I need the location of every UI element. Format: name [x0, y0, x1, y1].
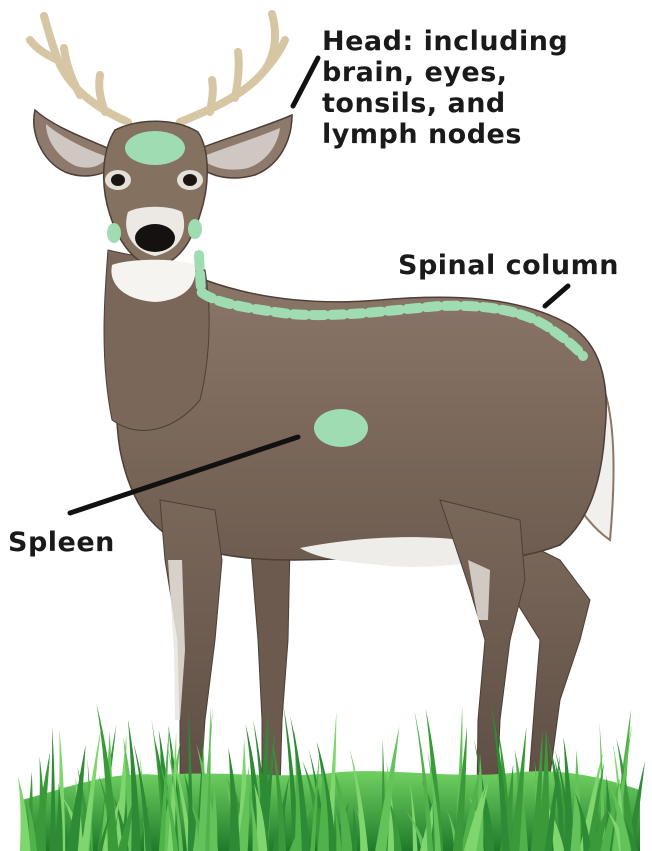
deer-far-front-leg: [250, 540, 290, 790]
deer-near-front-leg: [160, 500, 222, 795]
spleen-label: Spleen: [8, 527, 115, 558]
deer-nose: [135, 224, 175, 252]
spleen-marker: [314, 409, 368, 447]
head-marker: [125, 131, 185, 165]
head-label-line-3: tonsils, and: [322, 88, 622, 119]
head-label-line-2: brain, eyes,: [322, 57, 622, 88]
head-label: Head: including brain, eyes, tonsils, an…: [322, 26, 622, 150]
deer-far-hind-leg: [515, 540, 590, 790]
spine-leader-line: [545, 286, 568, 306]
deer-right-eye: [183, 174, 197, 186]
deer-left-eye: [111, 174, 125, 186]
head-leader-line: [293, 58, 318, 106]
head-label-line-4: lymph nodes: [322, 119, 622, 150]
spinal-column-label: Spinal column: [398, 250, 619, 281]
grass-blade: [49, 727, 55, 851]
head-label-line-1: Head: including: [322, 26, 622, 57]
left-lymph-marker: [107, 223, 121, 243]
right-lymph-marker: [188, 219, 202, 239]
deer-antlers: [30, 14, 285, 122]
